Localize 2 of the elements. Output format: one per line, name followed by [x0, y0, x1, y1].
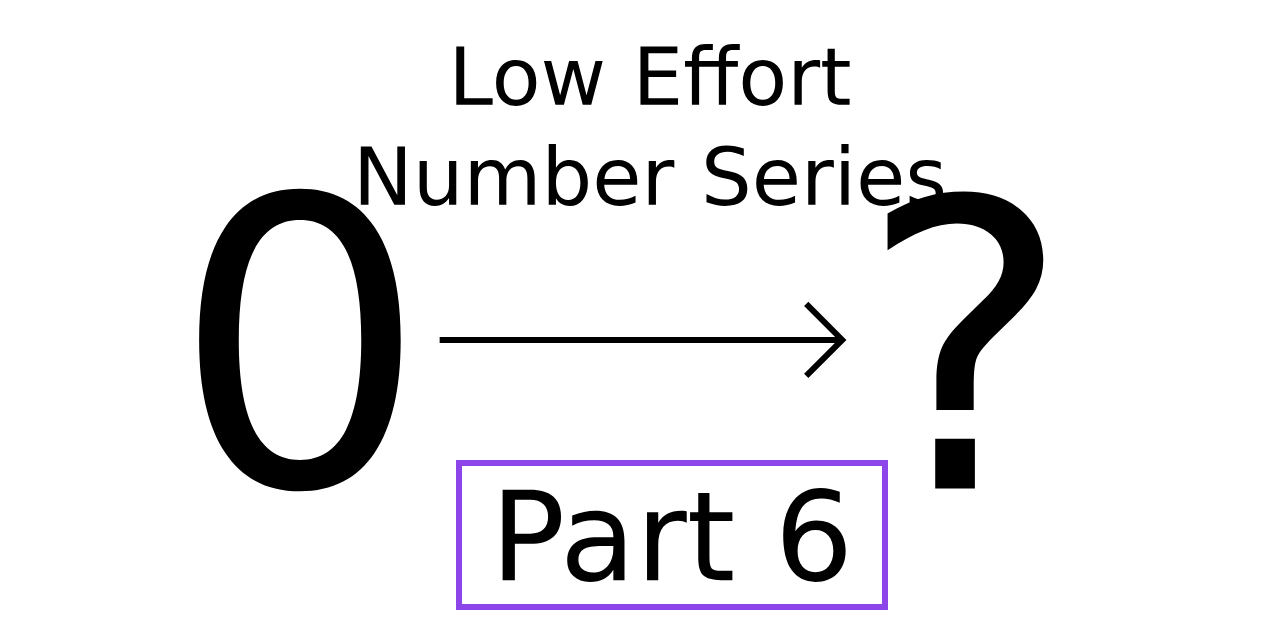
arrow [439, 301, 847, 379]
part-box: Part 6 [456, 460, 888, 610]
